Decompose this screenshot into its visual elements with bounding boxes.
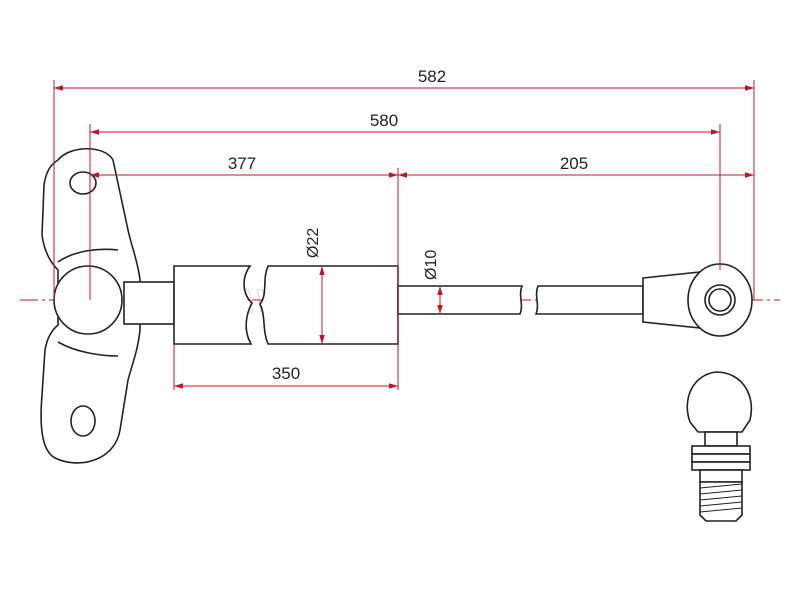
left-ball-joint (53, 265, 123, 335)
dim-label-rod-length: 205 (560, 154, 588, 173)
piston-rod (397, 285, 644, 315)
dim-label-rod-diameter: Ø10 (423, 250, 440, 280)
cylinder-body (173, 265, 399, 345)
dim-label-cylinder-length: 350 (272, 364, 300, 383)
dim-label-center-to-center: 580 (370, 111, 398, 130)
dim-label-body-length: 377 (228, 154, 256, 173)
lower-mounting-hole (70, 405, 96, 437)
right-eye-end-fitting (642, 263, 753, 337)
dim-label-cylinder-diameter: Ø22 (305, 228, 322, 258)
ball-stud (686, 371, 753, 522)
dim-label-overall-length: 582 (418, 67, 446, 86)
left-ball-neck (123, 281, 175, 325)
